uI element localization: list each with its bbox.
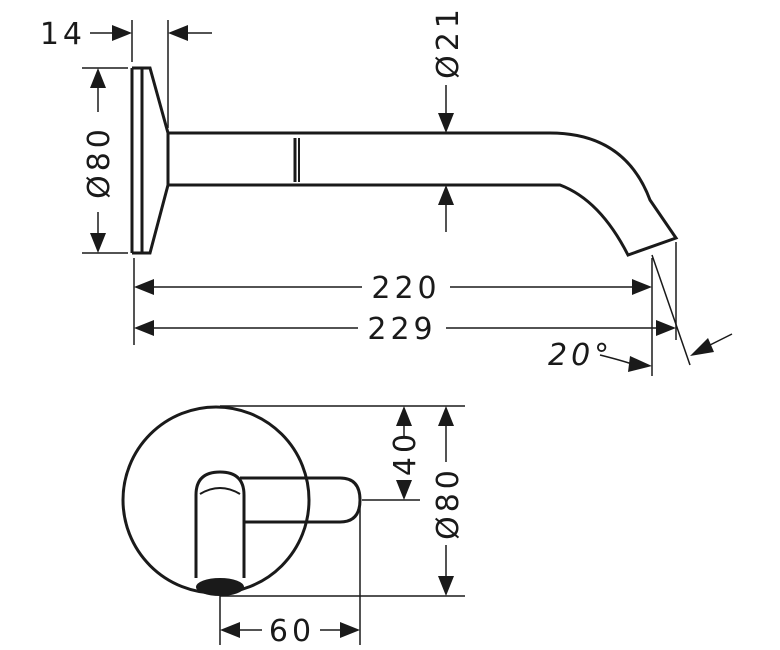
dim-rosette-diameter-front: Ø80: [220, 406, 466, 597]
front-spout-horizontal: [240, 476, 362, 524]
front-view: [121, 405, 362, 596]
dim-rosette-diameter-side-label: Ø80: [82, 125, 117, 199]
dim-spout-diameter-label: Ø21: [431, 5, 466, 79]
dim-reach-229: 229: [134, 312, 676, 347]
dim-spout-diameter: Ø21: [431, 5, 466, 232]
dim-reach-220-label: 220: [371, 271, 440, 306]
dim-spout-width-label: 60: [269, 614, 315, 649]
dim-spout-width: 60: [219, 505, 361, 649]
dim-wall-offset-label: 14: [40, 17, 86, 52]
side-view: [130, 66, 679, 257]
front-spout-outlet: [196, 578, 244, 596]
dim-wall-offset: 14: [40, 17, 212, 128]
front-spout-vertical-top: [199, 487, 241, 495]
dim-rosette-diameter-side: Ø80: [82, 67, 128, 254]
side-rosette-plate: [130, 66, 170, 255]
dim-angle-label: 20°: [548, 338, 613, 373]
dim-angle: 20°: [548, 254, 733, 373]
dim-reach-220: 220: [133, 242, 677, 376]
side-spout-body: [168, 131, 679, 257]
dim-reach-229-label: 229: [367, 312, 436, 347]
front-spout-vertical: [194, 470, 246, 578]
front-rosette: [121, 405, 311, 595]
dim-spout-height: 40: [220, 405, 465, 501]
dim-spout-height-label: 40: [388, 430, 423, 476]
dim-rosette-diameter-front-label: Ø80: [431, 466, 466, 540]
